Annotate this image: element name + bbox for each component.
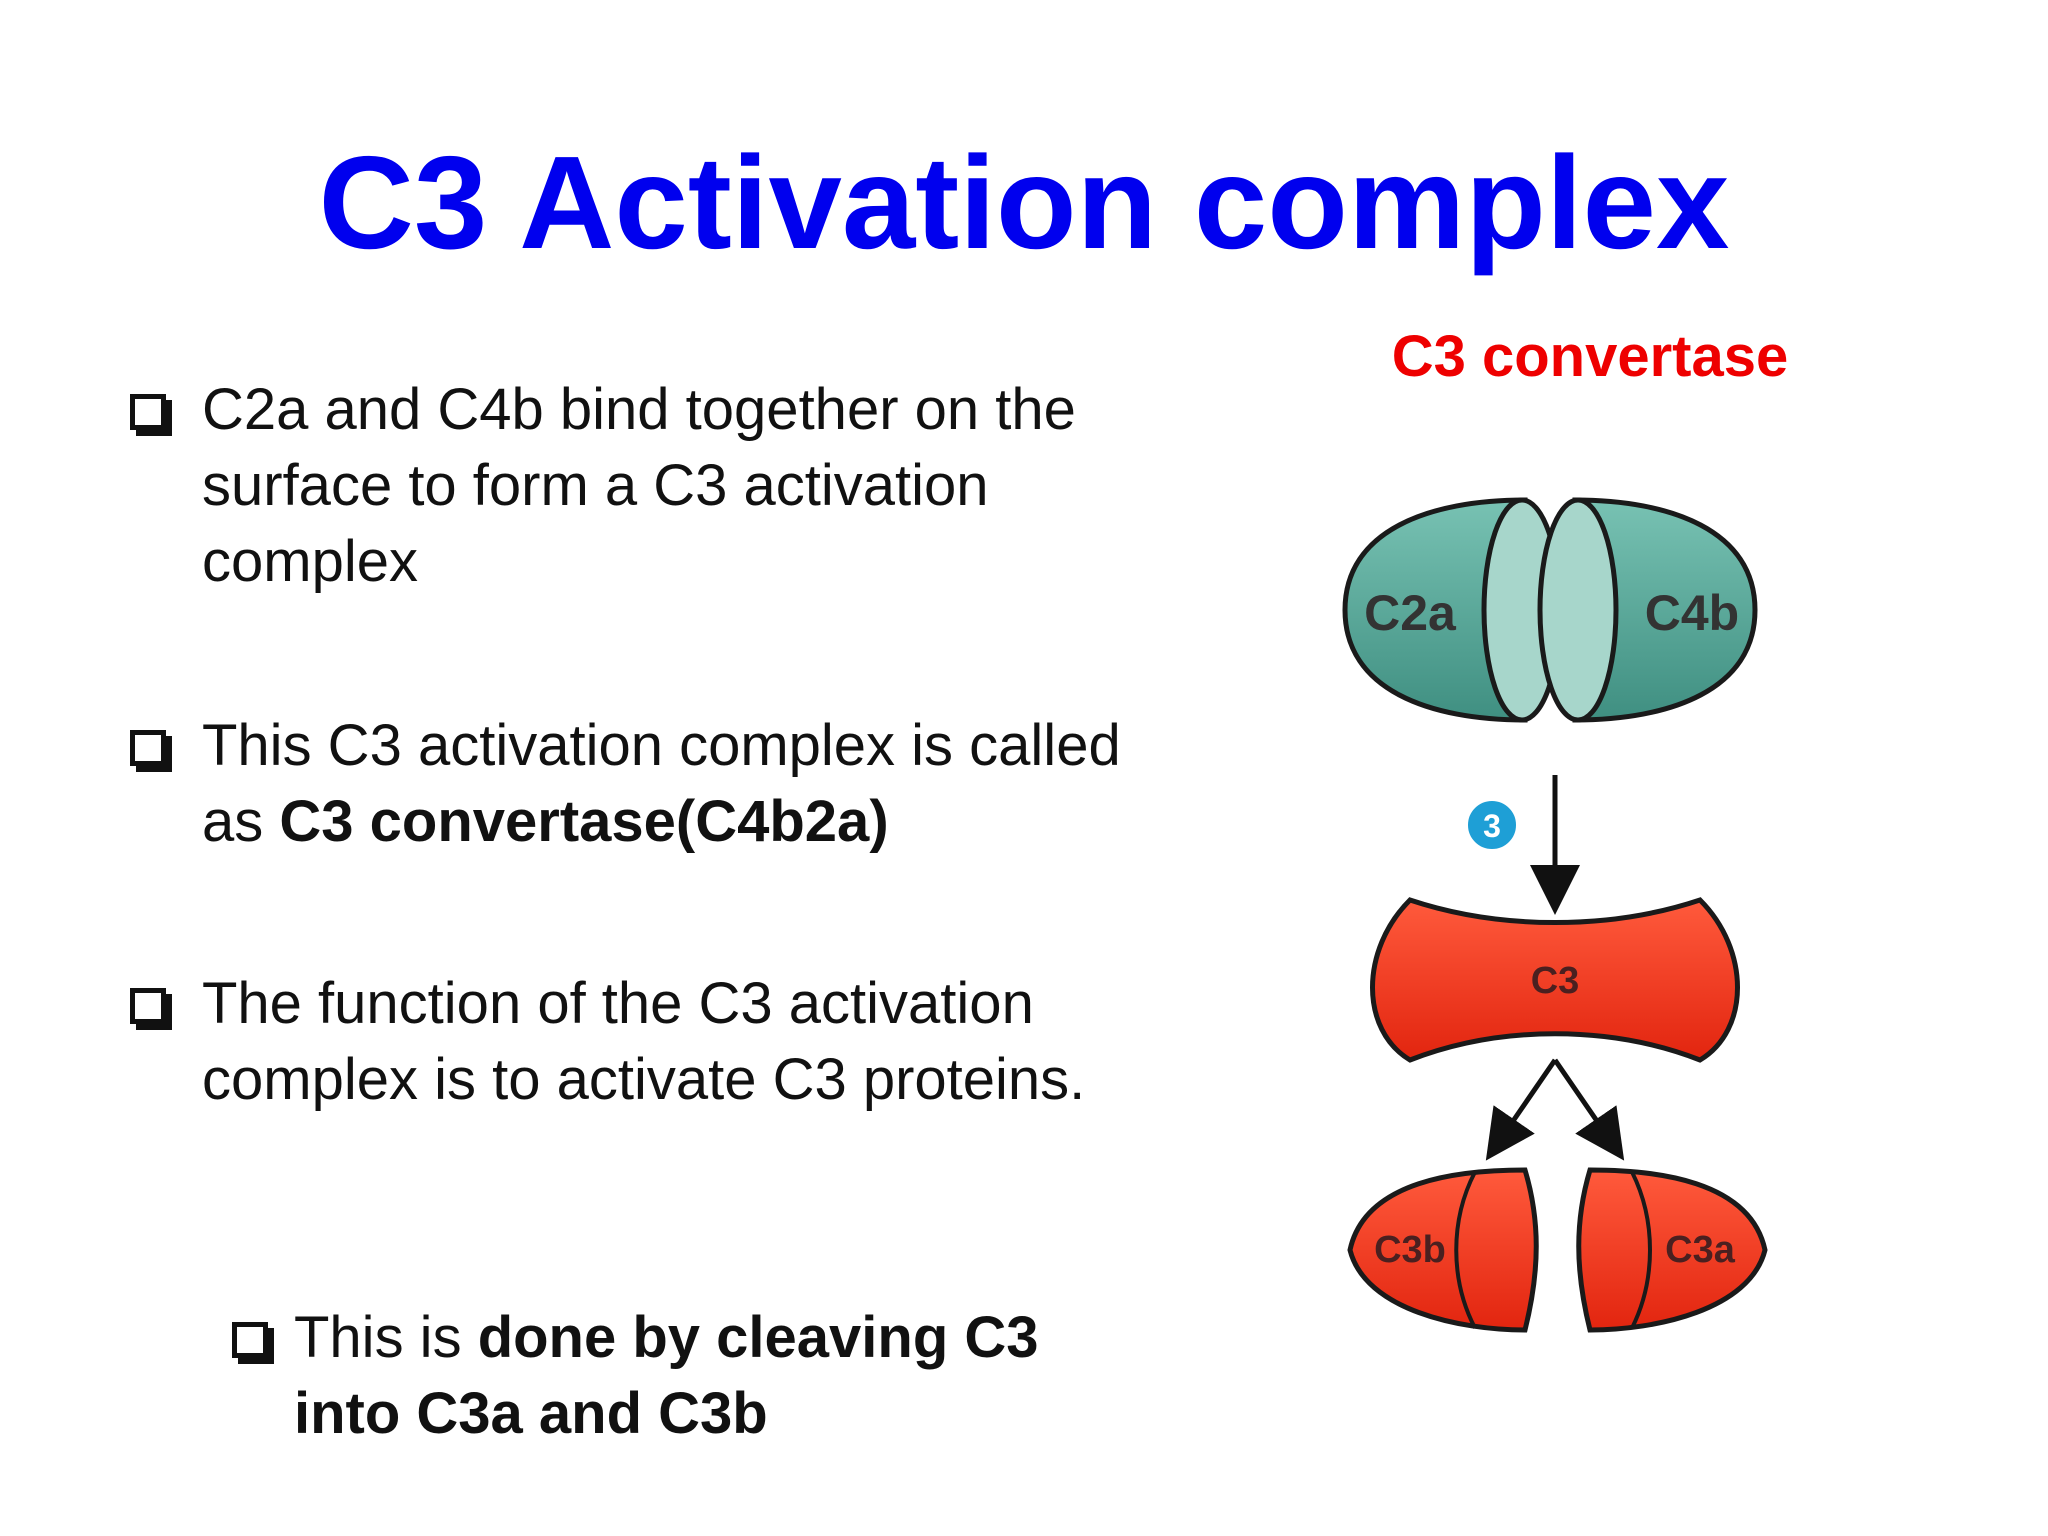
bullet-text-4-plain: This is (294, 1305, 478, 1370)
c3b-label: C3b (1374, 1229, 1446, 1271)
bullet-text-4: This is done by cleaving C3 into C3a and… (294, 1300, 1152, 1452)
c4b-light-segment (1540, 500, 1616, 720)
c3a-fragment-group: C3a (1579, 1170, 1765, 1330)
c3-molecule-group: C3 (1373, 900, 1738, 1060)
arrow-to-c3a (1555, 1060, 1610, 1140)
step-badge-number: 3 (1483, 808, 1501, 844)
c3b-fragment-group: C3b (1350, 1170, 1536, 1330)
bullet-text-2-bold: C3 convertase(C4b2a) (279, 789, 888, 854)
c2a-c4b-complex: C2a C4b (1345, 500, 1755, 720)
c3a-label: C3a (1665, 1229, 1736, 1271)
c3-convertase-diagram: C2a C4b 3 C3 C3b C3a (1310, 480, 1850, 1360)
bullet-item-3: The function of the C3 activation comple… (130, 966, 1150, 1118)
checkbox-square-icon (130, 730, 166, 766)
bullet-text-2: This C3 activation complex is called as … (202, 708, 1150, 860)
c3-label: C3 (1531, 960, 1580, 1002)
checkbox-square-icon (130, 988, 166, 1024)
checkbox-square-icon (232, 1322, 268, 1358)
bullet-item-4: This is done by cleaving C3 into C3a and… (232, 1300, 1152, 1452)
diagram-title: C3 convertase (1330, 322, 1850, 392)
slide-title: C3 Activation complex (0, 128, 2048, 278)
bullet-text-1: C2a and C4b bind together on the surface… (202, 372, 1150, 600)
c2a-label: C2a (1364, 585, 1457, 641)
checkbox-square-icon (130, 394, 166, 430)
bullet-text-3: The function of the C3 activation comple… (202, 966, 1150, 1118)
arrow-to-c3b (1500, 1060, 1555, 1140)
bullet-item-2: This C3 activation complex is called as … (130, 708, 1150, 860)
bullet-item-1: C2a and C4b bind together on the surface… (130, 372, 1150, 600)
c4b-label: C4b (1645, 585, 1739, 641)
